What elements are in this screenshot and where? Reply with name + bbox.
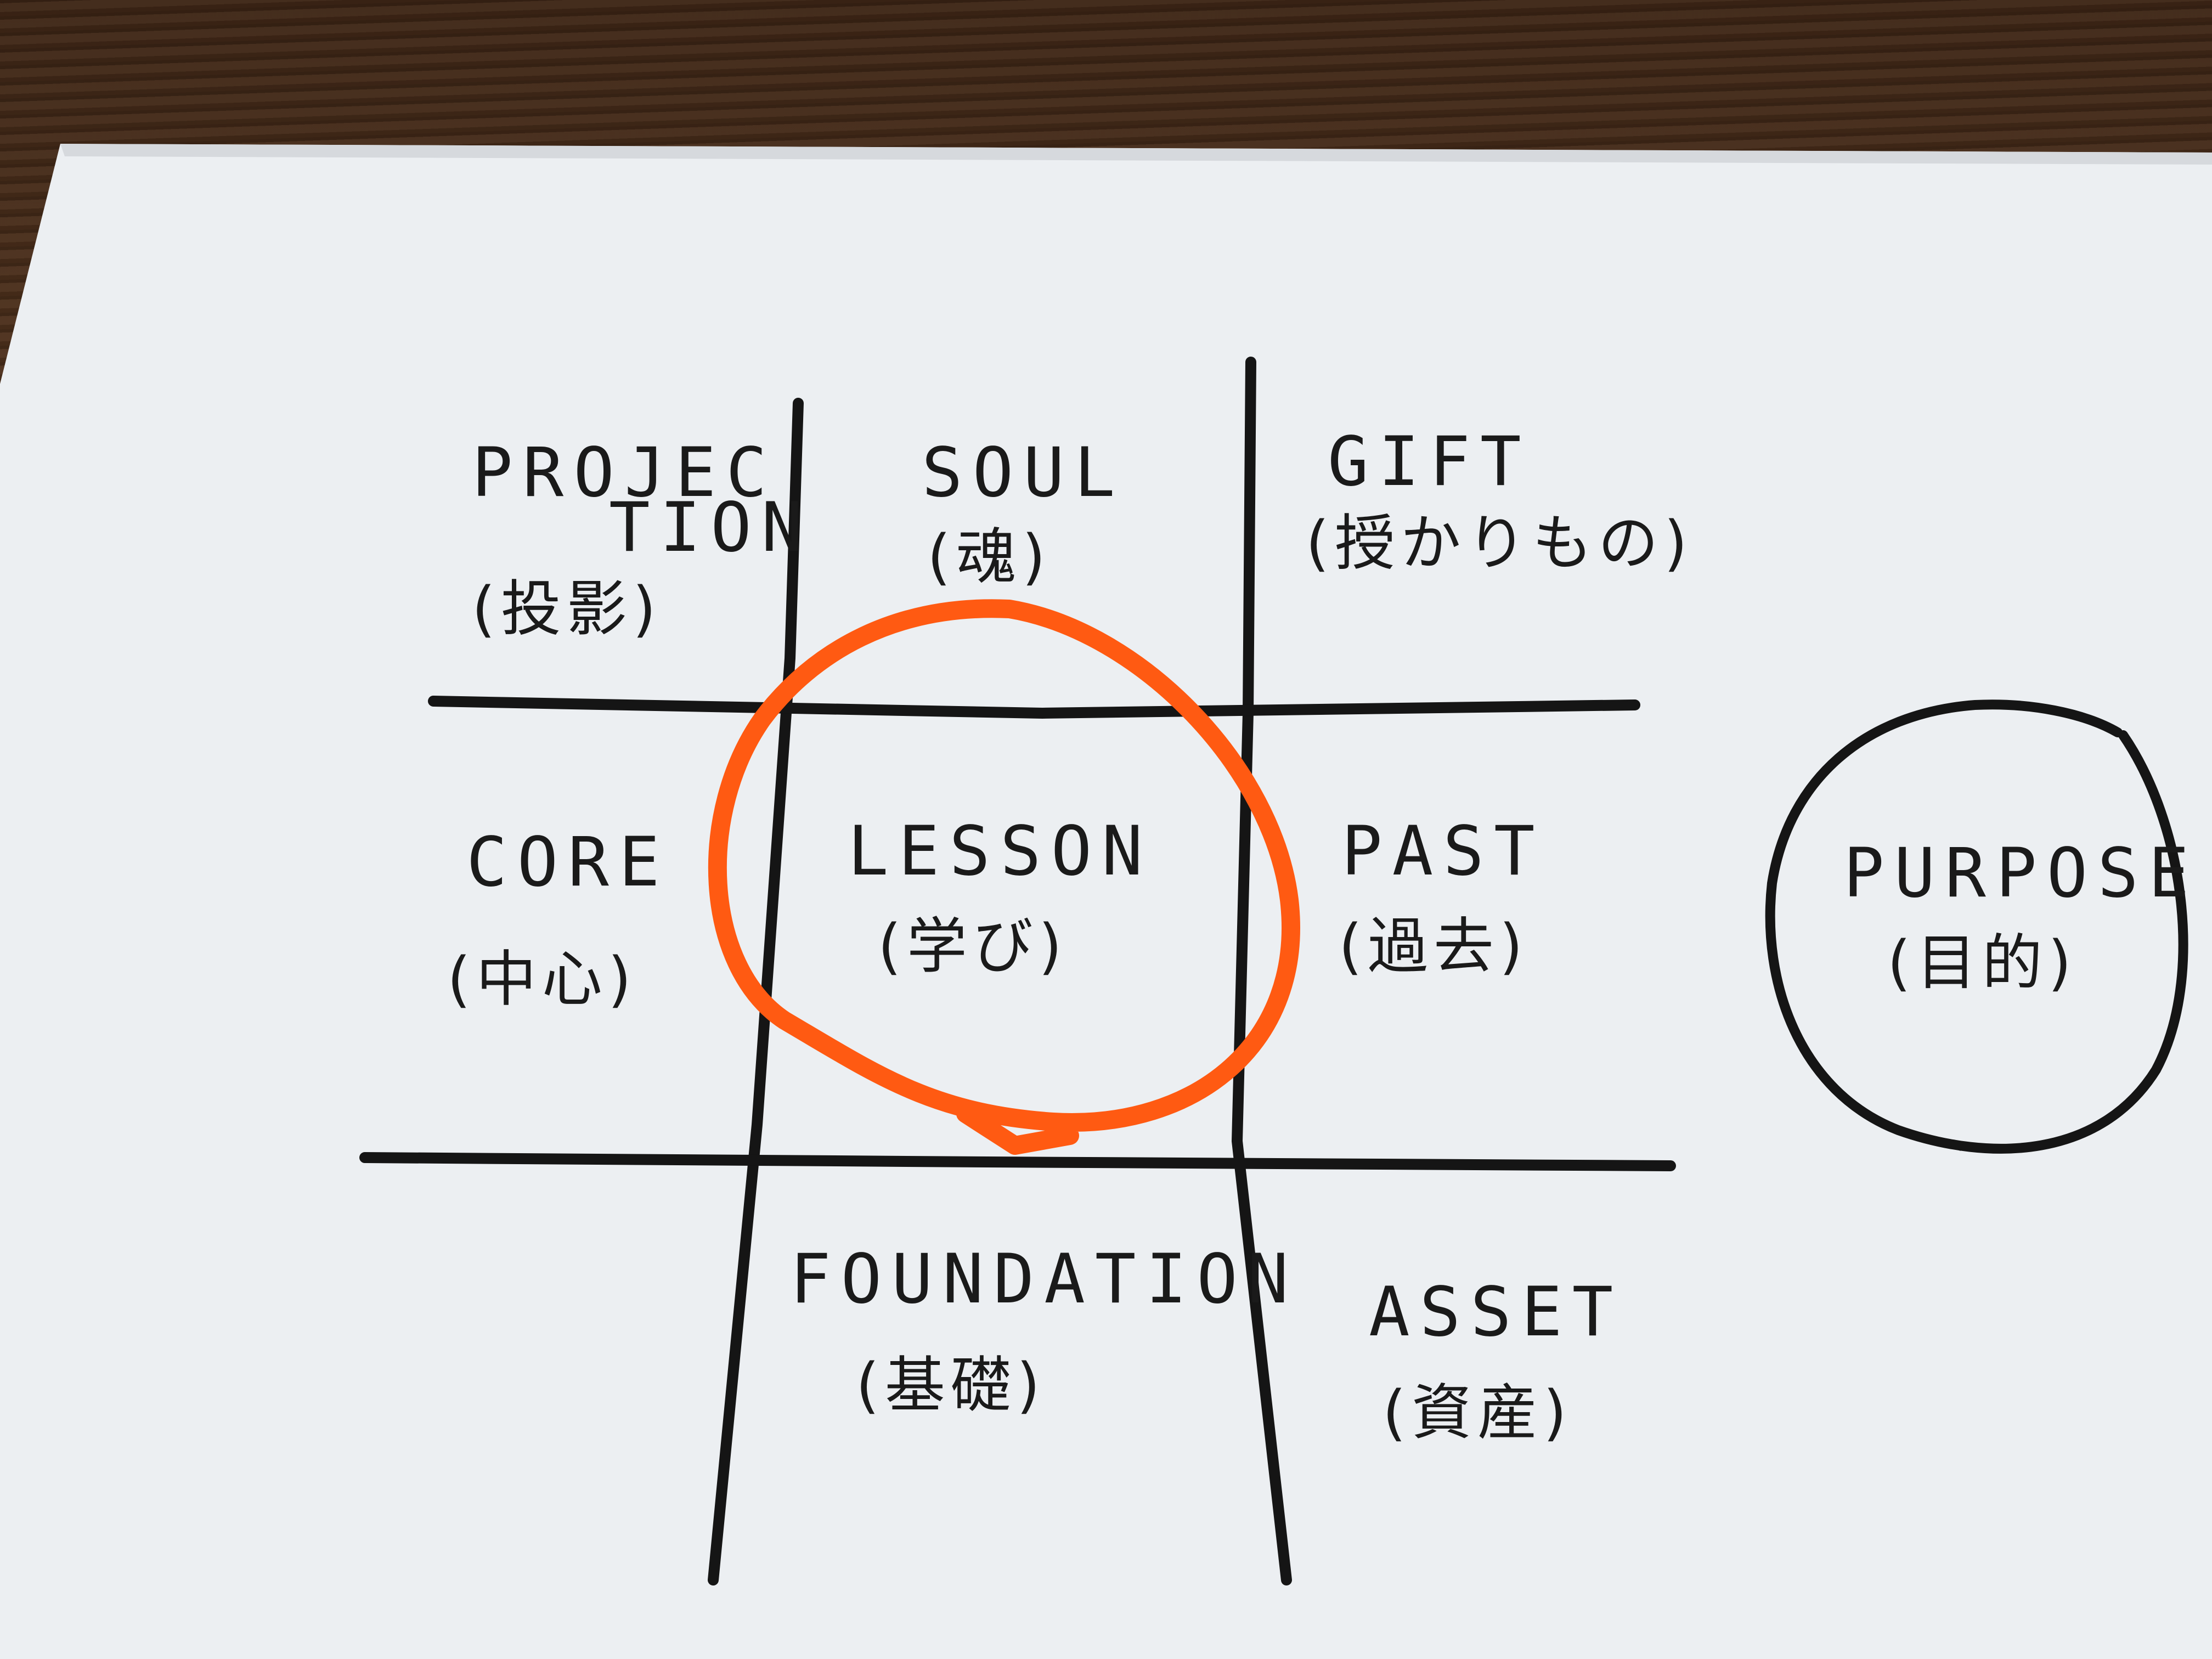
- projection-label-line2: TION: [609, 488, 812, 567]
- core-label: CORE: [466, 823, 670, 902]
- asset-label: ASSET: [1369, 1273, 1623, 1352]
- asset-sub-label: (資産): [1383, 1378, 1572, 1448]
- purpose-circle: [1765, 699, 2188, 1154]
- horizontal-line-top: [428, 696, 1640, 719]
- lesson-sub-label: (学び): [878, 911, 1068, 981]
- core-sub-label: (中心): [447, 944, 637, 1014]
- foundation-sub-label: (基礎): [856, 1350, 1046, 1420]
- paper-shadow: [60, 144, 2212, 165]
- vertical-line-left: [708, 398, 804, 1585]
- gift-sub-label: (授かりもの): [1306, 508, 1693, 578]
- soul-label: SOUL: [922, 433, 1125, 512]
- grid-lines: [359, 357, 1676, 1585]
- past-sub-label: (過去): [1339, 911, 1528, 981]
- purpose-label: PURPOSE: [1843, 834, 2199, 913]
- gift-label: GIFT: [1328, 422, 1531, 501]
- soul-sub-label: (魂): [927, 522, 1051, 592]
- foundation-label: FOUNDATION: [790, 1240, 1299, 1319]
- projection-sub-label: (投影): [472, 574, 662, 644]
- past-label: PAST: [1341, 812, 1545, 891]
- lesson-highlight-circle: [708, 599, 1300, 1155]
- lesson-label: LESSON: [848, 812, 1153, 891]
- projection-label-line1: PROJEC: [472, 433, 777, 512]
- horizontal-line-bottom: [359, 1152, 1676, 1171]
- vertical-line-right: [1231, 357, 1292, 1585]
- paper-sheet: [0, 144, 2212, 1659]
- purpose-sub-label: (目的): [1887, 928, 2077, 998]
- purpose-circle-tail: [1951, 1139, 1963, 1151]
